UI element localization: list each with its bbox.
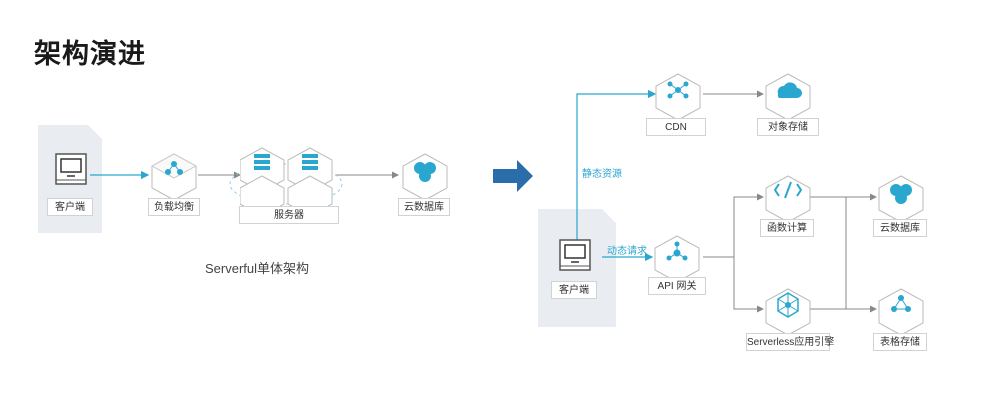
cdn-icon xyxy=(655,73,701,121)
page-title: 架构演进 xyxy=(34,39,146,70)
client-to-cdn-line xyxy=(576,89,657,240)
object-storage-icon xyxy=(765,73,811,121)
table-store-icon xyxy=(878,288,924,336)
oss-label: 对象存储 xyxy=(757,118,819,136)
client-label-left: 客户端 xyxy=(47,198,93,216)
client-monitor-icon xyxy=(55,153,87,185)
client-label-right: 客户端 xyxy=(551,281,597,299)
server-cluster-icon xyxy=(240,147,333,208)
api-to-fc-line xyxy=(703,193,764,258)
table-store-label: 表格存储 xyxy=(873,333,927,351)
evolution-arrow xyxy=(493,160,533,192)
serverful-caption: Serverful单体架构 xyxy=(205,261,310,276)
api-to-sae-line xyxy=(733,257,764,313)
load-balancer-icon xyxy=(150,153,198,201)
sae-label: Serverless应用引擎 xyxy=(746,333,834,351)
static-resources-label: 静态资源 xyxy=(582,169,622,180)
function-compute-label: 函数计算 xyxy=(760,219,814,237)
cloud-db-icon-left xyxy=(402,153,448,201)
dynamic-requests-label: 动态请求 xyxy=(607,246,647,257)
db-label-left: 云数据库 xyxy=(398,198,450,216)
client-monitor-icon-right xyxy=(559,239,591,271)
servers-label: 服务器 xyxy=(239,206,339,224)
api-gateway-label: API 网关 xyxy=(648,277,706,295)
sae-icon xyxy=(765,288,811,336)
cdn-label: CDN xyxy=(646,118,706,136)
cloud-db-icon-right xyxy=(878,175,924,223)
server-cluster-outline xyxy=(229,163,343,205)
function-compute-icon xyxy=(765,175,811,223)
lb-label: 负载均衡 xyxy=(148,198,200,216)
db-label-right: 云数据库 xyxy=(873,219,927,237)
